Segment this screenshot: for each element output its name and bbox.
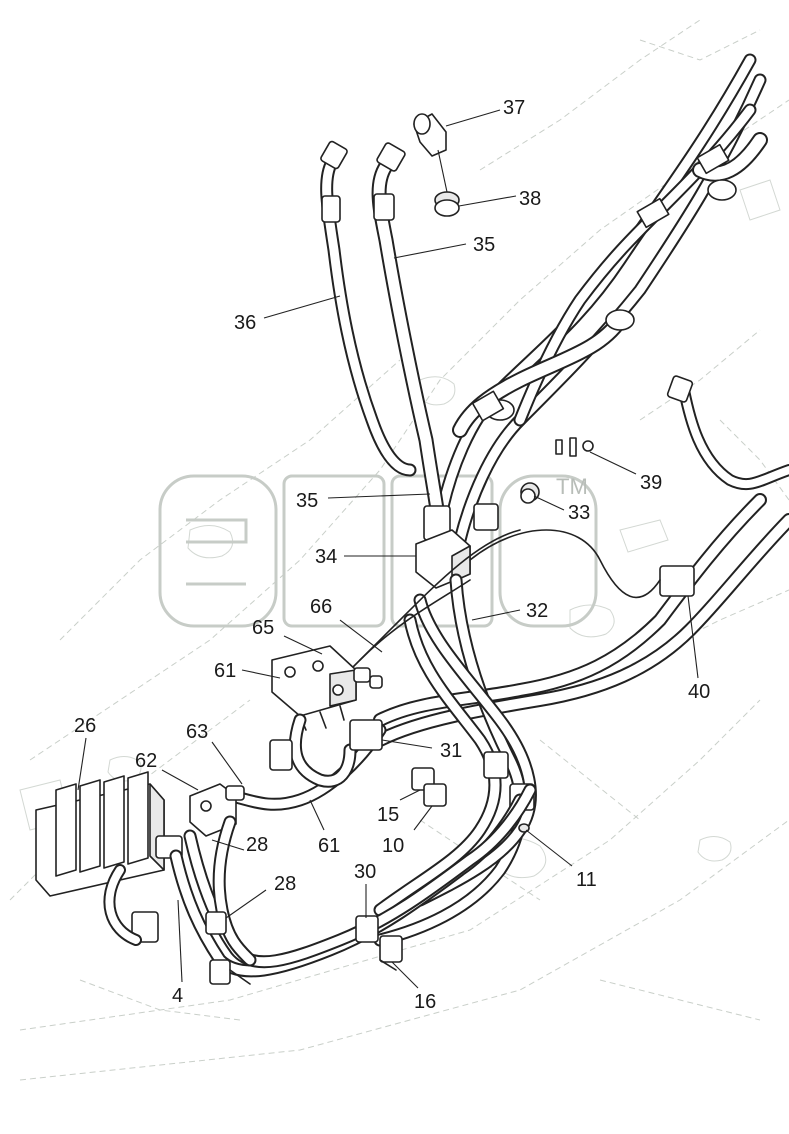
callout-11: 11 [576, 869, 597, 891]
hose-61-lower [225, 713, 387, 811]
callout-28-lower: 28 [274, 873, 296, 895]
part-65-distributor-valve [271, 645, 383, 731]
hose-36 [320, 140, 417, 477]
callout-16: 16 [414, 991, 436, 1013]
callout-31: 31 [440, 740, 462, 762]
callout-26: 26 [74, 715, 96, 737]
part-33-nut [520, 482, 540, 504]
callout-40: 40 [688, 681, 710, 703]
part-34-valve-block [415, 529, 471, 589]
callout-labels: 37 38 35 36 39 35 33 34 66 32 65 61 40 2… [74, 97, 710, 1013]
callout-15: 15 [377, 804, 399, 826]
callout-28-upper: 28 [246, 834, 268, 856]
callout-33: 33 [568, 502, 590, 524]
callout-37: 37 [503, 97, 525, 119]
callout-38: 38 [519, 188, 541, 210]
callout-10: 10 [382, 835, 404, 857]
callout-39: 39 [640, 472, 662, 494]
callout-63: 63 [186, 721, 208, 743]
callout-66: 66 [310, 596, 332, 618]
callout-61-upper: 61 [214, 660, 236, 682]
callout-4: 4 [172, 985, 183, 1007]
part-38-adapter [434, 191, 460, 217]
watermark-logo: TM [158, 474, 598, 628]
callout-35-lower: 35 [296, 490, 318, 512]
part-26-valve-stack [35, 771, 183, 943]
callout-32: 32 [526, 600, 548, 622]
callout-61-lower: 61 [318, 835, 340, 857]
hose-bundle-upper-right [433, 53, 768, 547]
hose-lower-loop [103, 783, 537, 985]
part-39-fittings [555, 437, 594, 457]
callout-36: 36 [234, 312, 256, 334]
callout-62: 62 [135, 750, 157, 772]
leader-lines [77, 109, 699, 989]
callout-35-upper: 35 [473, 234, 495, 256]
watermark-trademark: TM [556, 474, 588, 499]
callout-30: 30 [354, 861, 376, 883]
callout-34: 34 [315, 546, 337, 568]
part-37-elbow-fitting [413, 113, 447, 157]
part-62-block [189, 783, 245, 837]
callout-65: 65 [252, 617, 274, 639]
hose-35 [371, 142, 451, 541]
part-10-clamp [423, 783, 447, 807]
